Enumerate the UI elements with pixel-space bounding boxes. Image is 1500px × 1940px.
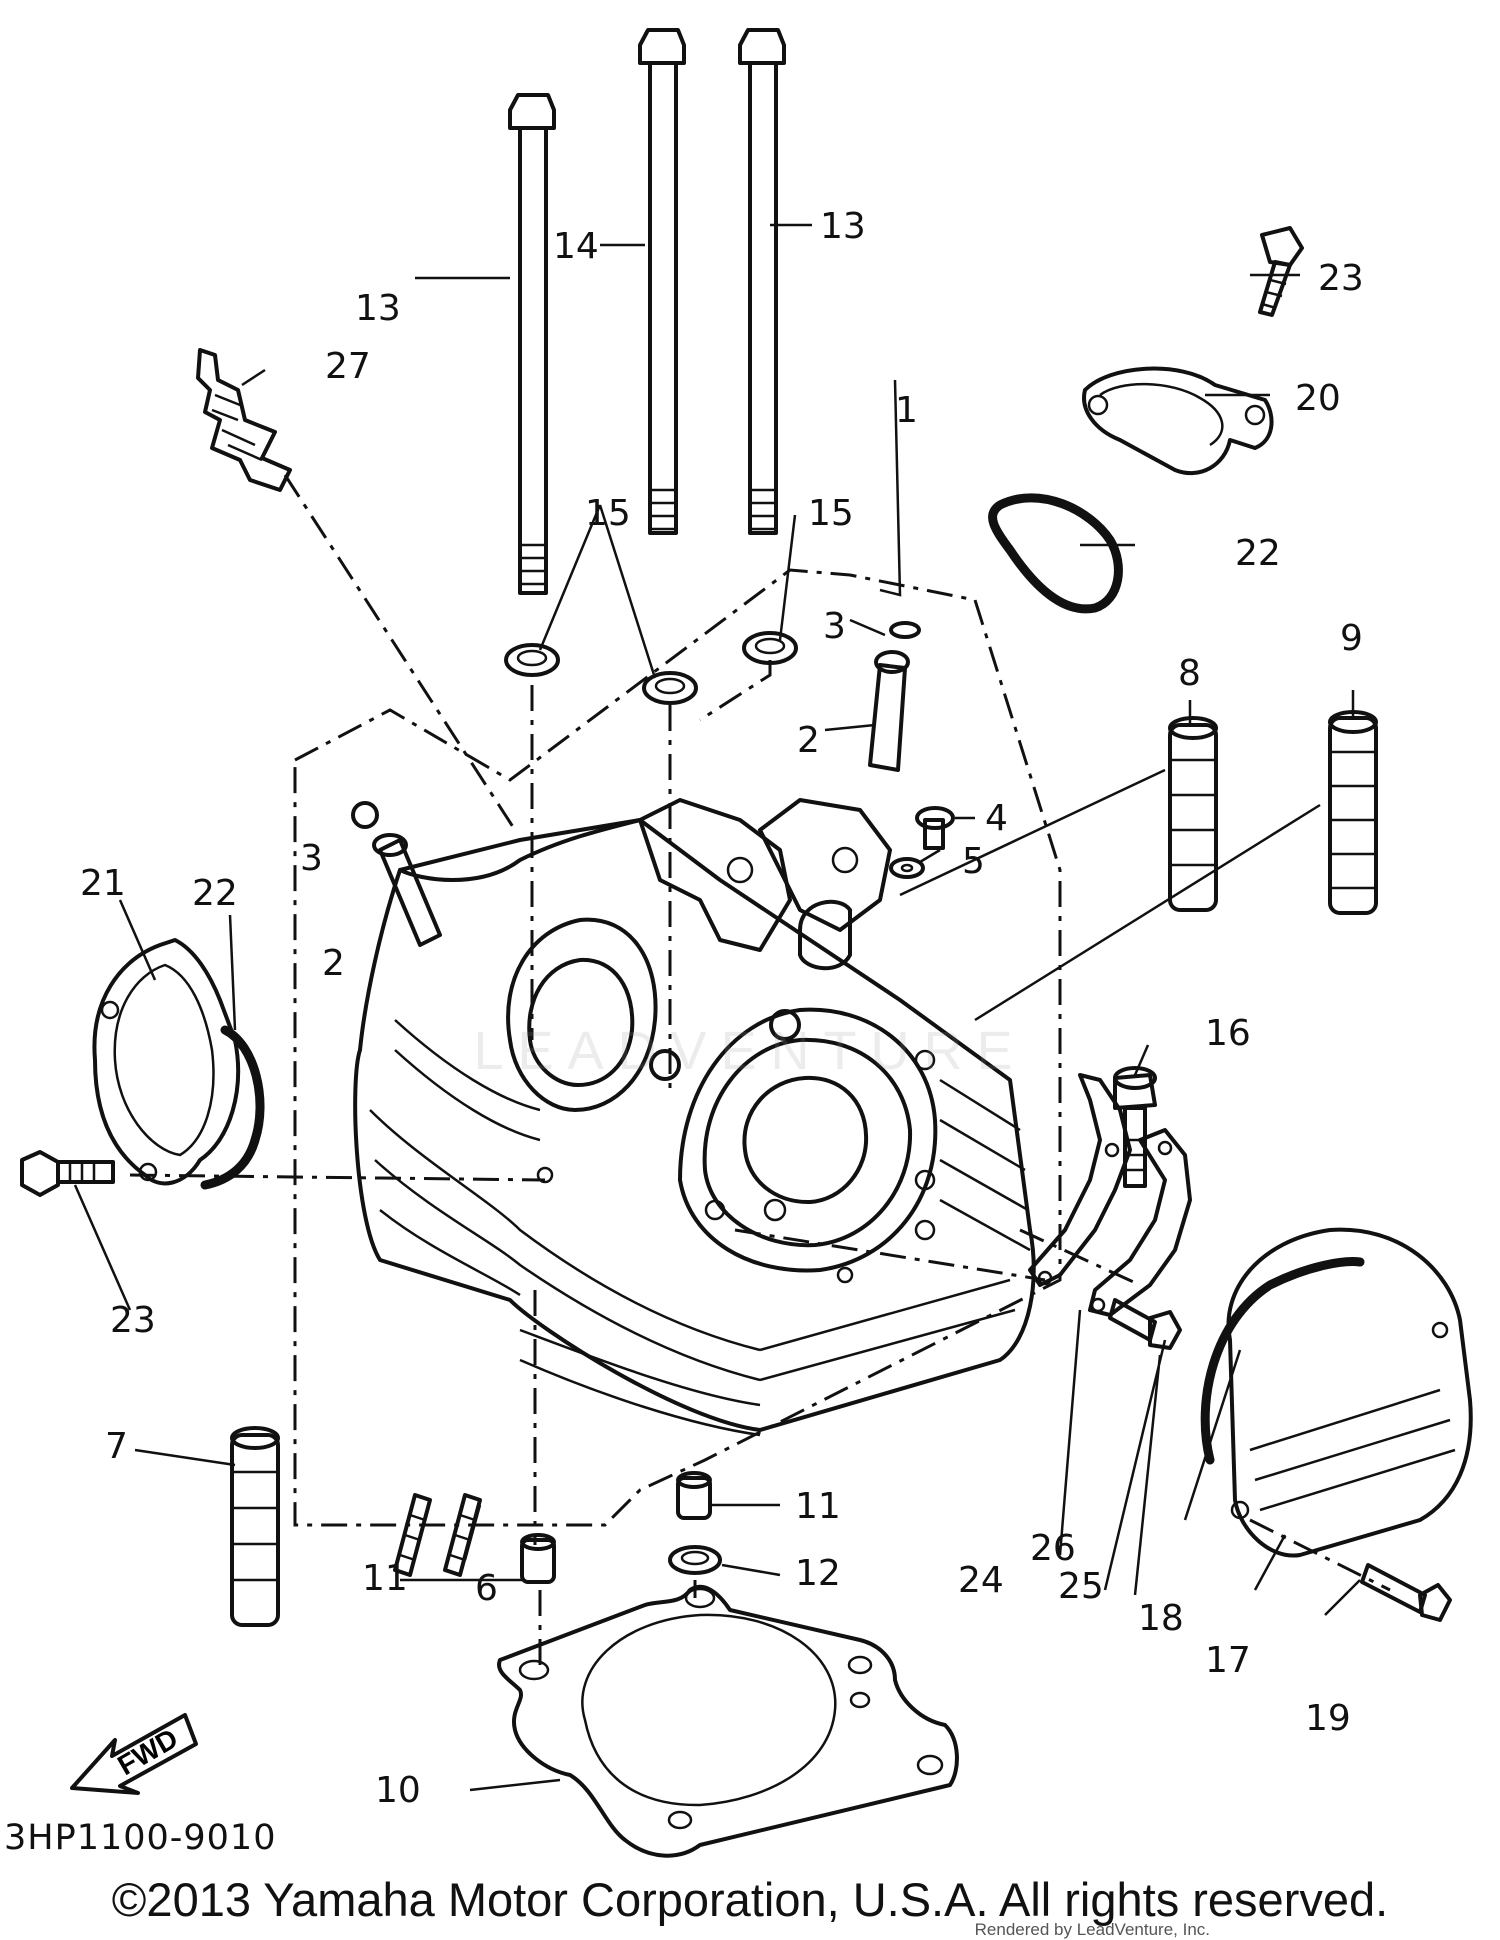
- callout-3: 3: [823, 606, 846, 647]
- spark-plug-27: [196, 348, 292, 492]
- callout-11: 11: [362, 1558, 408, 1599]
- washer-15: [504, 631, 798, 705]
- callout-23: 23: [110, 1300, 156, 1341]
- callout-2: 2: [322, 943, 345, 984]
- callout-13: 13: [355, 288, 401, 329]
- callout-1: 1: [895, 390, 918, 431]
- callout-15: 15: [585, 493, 631, 534]
- bolt-4: [915, 806, 955, 850]
- stud-6: [393, 1493, 482, 1577]
- callout-17: 17: [1205, 1640, 1251, 1681]
- circlip-3-left: [351, 801, 379, 829]
- callout-27: 27: [325, 346, 371, 387]
- callout-7: 7: [105, 1426, 128, 1467]
- callout-24: 24: [958, 1560, 1004, 1601]
- valve-guide-2-left: [372, 833, 442, 947]
- gasket-18: [1200, 1257, 1365, 1465]
- callout-13: 13: [820, 206, 866, 247]
- callout-23: 23: [1318, 258, 1364, 299]
- callout-21: 21: [80, 863, 126, 904]
- callout-26: 26: [1030, 1528, 1076, 1569]
- callout-3: 3: [300, 838, 323, 879]
- cover-21: [92, 938, 240, 1186]
- dowel-11-right: [676, 1471, 712, 1520]
- circlip-3-right: [889, 621, 921, 639]
- copyright-notice: ©2013 Yamaha Motor Corporation, U.S.A. A…: [111, 1873, 1389, 1926]
- bolt-16: [1113, 1066, 1157, 1188]
- stud-bolt-14: [638, 28, 686, 535]
- callout-9: 9: [1340, 618, 1363, 659]
- callout-2: 2: [797, 720, 820, 761]
- valve-spring-8: [1168, 716, 1218, 912]
- callout-12: 12: [795, 1553, 841, 1594]
- stud-bolt-13-left: [508, 93, 556, 595]
- gasket-26: [1088, 1128, 1192, 1317]
- callout-15: 15: [808, 493, 854, 534]
- callout-14: 14: [553, 226, 599, 267]
- cover-20: [1082, 366, 1274, 476]
- callout-25: 25: [1058, 1566, 1104, 1607]
- fwd-arrow: FWD: [70, 1713, 198, 1795]
- watermark-text: LEADVENTURE: [473, 1021, 1027, 1081]
- stud-bolt-13-right: [738, 28, 786, 535]
- cover-17: [1226, 1227, 1473, 1558]
- drawing-code: 3HP1100-9010: [4, 1818, 277, 1858]
- rendered-by-credit: Rendered by LeadVenture, Inc.: [974, 1920, 1210, 1939]
- bolt-25: [1108, 1298, 1182, 1350]
- leader-lines: [73, 223, 1361, 1792]
- callout-11: 11: [795, 1486, 841, 1527]
- callout-22: 22: [1235, 533, 1281, 574]
- bolt-23-left: [20, 1150, 115, 1197]
- cylinder-head: [353, 798, 1036, 1437]
- valve-guide-2-right: [868, 650, 910, 772]
- o-ring-22-top: [988, 493, 1123, 614]
- callout-4: 4: [985, 798, 1008, 839]
- seal-12: [668, 1545, 722, 1575]
- valve-spring-9: [1328, 710, 1378, 915]
- valve-spring-7: [230, 1426, 280, 1627]
- callout-10: 10: [375, 1770, 421, 1811]
- callout-19: 19: [1305, 1698, 1351, 1739]
- dowel-11-left: [520, 1533, 556, 1584]
- cylinder-head-assembly-boundary: [293, 568, 1062, 1527]
- callout-20: 20: [1295, 378, 1341, 419]
- callout-22: 22: [192, 873, 238, 914]
- callout-5: 5: [962, 841, 985, 882]
- callout-8: 8: [1178, 653, 1201, 694]
- callout-18: 18: [1138, 1598, 1184, 1639]
- bolt-19: [1360, 1563, 1452, 1622]
- bolt-23-top: [1258, 226, 1304, 317]
- alignment-lines: [129, 474, 1391, 1665]
- callout-6: 6: [475, 1568, 498, 1609]
- washer-5: [889, 857, 925, 879]
- head-gasket-10: [497, 1584, 959, 1858]
- callout-16: 16: [1205, 1013, 1251, 1054]
